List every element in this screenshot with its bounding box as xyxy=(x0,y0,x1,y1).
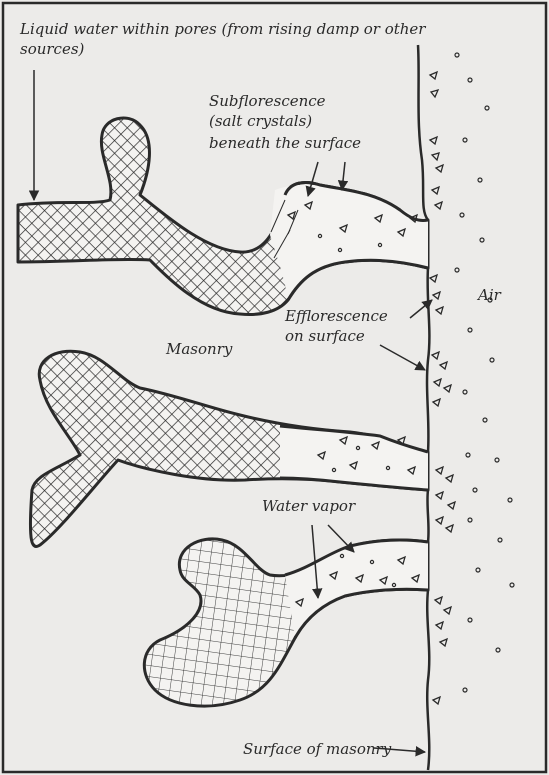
label-liquid-water-line1: Liquid water within pores (from rising d… xyxy=(20,20,425,39)
label-water-vapor: Water vapor xyxy=(262,497,355,516)
pore-channel-middle xyxy=(30,351,428,546)
pore-channel-bottom xyxy=(144,539,428,706)
label-subflorescence-line2: (salt crystals) xyxy=(209,112,312,131)
label-air: Air xyxy=(478,286,501,305)
label-surface-of-masonry: Surface of masonry xyxy=(243,740,391,759)
label-liquid-water-line2: sources) xyxy=(20,40,84,59)
label-subflorescence-line1: Subflorescence xyxy=(209,92,326,111)
label-masonry: Masonry xyxy=(166,340,232,359)
label-efflorescence-line2: on surface xyxy=(285,327,365,346)
label-efflorescence-line1: Efflorescence xyxy=(285,307,388,326)
label-subflorescence-line3: beneath the surface xyxy=(209,134,361,153)
masonry-surface-line xyxy=(418,45,429,770)
